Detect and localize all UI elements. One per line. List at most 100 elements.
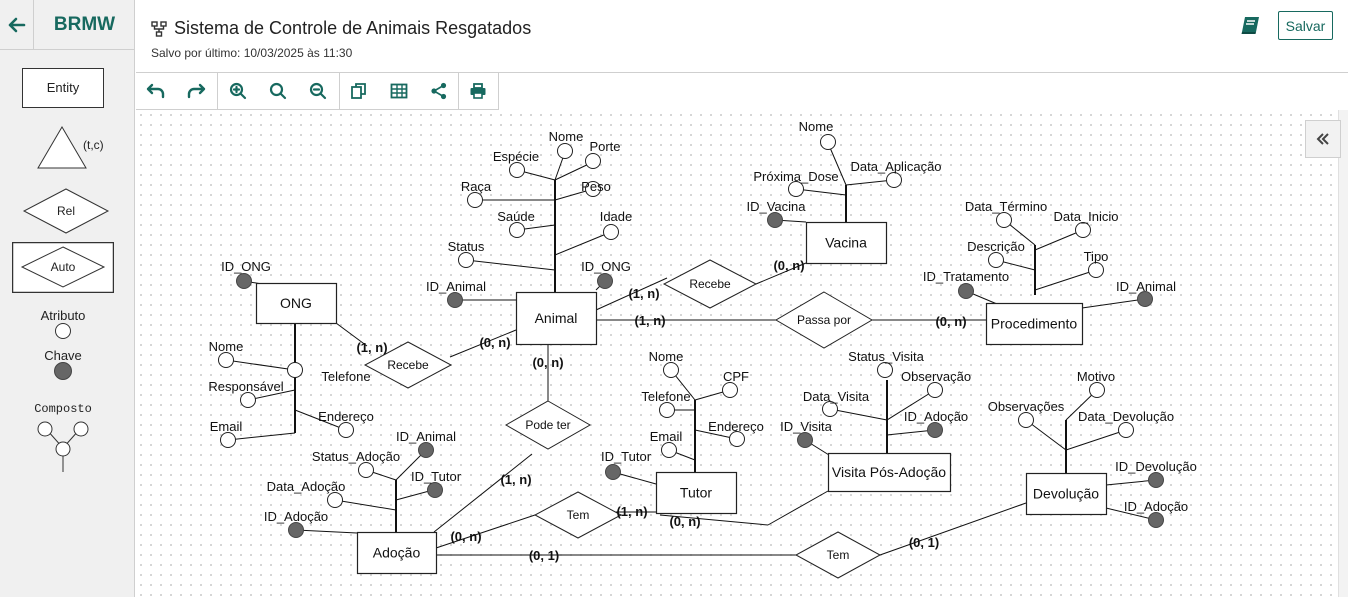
attribute-devolucao-motivo[interactable]: Motivo	[1077, 369, 1115, 398]
attribute-animal-saude-label: Saúde	[497, 209, 535, 224]
palette-key[interactable]: Chave	[30, 348, 96, 382]
attribute-ong-nome[interactable]: Nome	[209, 339, 244, 368]
page-title-wrap: Sistema de Controle de Animais Resgatado…	[150, 18, 531, 39]
attribute-procedimento-tipo[interactable]: Tipo	[1084, 249, 1109, 278]
attribute-animal-raca[interactable]: Raça	[461, 179, 492, 208]
entity-label-animal: Animal	[535, 310, 578, 326]
entity-animal[interactable]: Animal	[515, 291, 598, 346]
attribute-procedimento-data-termino[interactable]: Data_Término	[965, 199, 1047, 228]
attribute-animal-nome[interactable]: Nome	[549, 129, 584, 159]
attribute-devolucao-observacoes[interactable]: Observações	[988, 399, 1065, 428]
attribute-visita-id-adocao[interactable]: ID_Adoção	[904, 409, 968, 438]
attribute-animal-saude[interactable]: Saúde	[497, 209, 535, 238]
attribute-ong-responsavel[interactable]: Responsável	[208, 379, 284, 408]
attribute-tutor-email[interactable]: Email	[650, 429, 683, 458]
table-button[interactable]	[379, 73, 419, 109]
attribute-adocao-id-tutor[interactable]: ID_Tutor	[411, 469, 462, 498]
attribute-ong-endereco[interactable]: Endereço	[318, 409, 374, 438]
attribute-adocao-id-adocao[interactable]: ID_Adoção	[264, 509, 328, 538]
attribute-marker	[886, 172, 902, 188]
palette-entity[interactable]: Entity	[22, 68, 104, 108]
relationship-label-passa_por: Passa por	[797, 313, 851, 327]
attribute-procedimento-id-animal[interactable]: ID_Animal	[1116, 279, 1176, 307]
entity-adocao[interactable]: Adoção	[356, 531, 438, 575]
palette-specialization[interactable]: (t,c)	[36, 125, 116, 171]
print-button[interactable]	[458, 73, 498, 109]
attribute-animal-id-ong[interactable]: ID_ONG	[581, 259, 631, 289]
key-attribute-marker	[236, 273, 252, 289]
attribute-adocao-data-adocao[interactable]: Data_Adoção	[267, 479, 346, 508]
entity-procedimento[interactable]: Procedimento	[985, 302, 1084, 346]
attribute-adocao-id-animal[interactable]: ID_Animal	[396, 429, 456, 458]
relationship-passa_por[interactable]: Passa por	[775, 291, 873, 349]
attribute-marker	[287, 362, 303, 378]
attribute-procedimento-descricao[interactable]: Descrição	[967, 239, 1025, 268]
attribute-visita-data-visita[interactable]: Data_Visita	[803, 389, 870, 417]
attribute-procedimento-data-inicio[interactable]: Data_Inicio	[1053, 209, 1119, 238]
attribute-tutor-endereco[interactable]: Endereço	[708, 419, 764, 447]
attribute-procedimento-tipo-label: Tipo	[1084, 249, 1109, 264]
attribute-ong-id-ong[interactable]: ID_ONG	[221, 259, 271, 289]
zoom-out-button[interactable]	[298, 73, 338, 109]
attribute-marker	[659, 402, 675, 418]
relationship-tem_devolucao[interactable]: Tem	[794, 531, 882, 579]
attribute-marker	[996, 212, 1012, 228]
palette-relationship[interactable]: Rel	[22, 188, 110, 234]
attribute-procedimento-id-tratamento[interactable]: ID_Tratamento	[923, 269, 1009, 299]
palette-attribute-label: Atributo	[40, 308, 86, 323]
entity-visita[interactable]: Visita Pós-Adoção	[827, 452, 952, 493]
key-attribute-marker	[958, 283, 974, 299]
attribute-animal-idade[interactable]: Idade	[600, 209, 633, 240]
palette-composite[interactable]: Composto	[30, 402, 96, 474]
attribute-animal-porte[interactable]: Porte	[585, 139, 621, 169]
attribute-vacina-nome[interactable]: Nome	[799, 119, 836, 150]
attribute-devolucao-data-devolucao[interactable]: Data_Devolução	[1078, 409, 1174, 438]
canvas-scrollbar[interactable]	[1338, 110, 1348, 597]
attribute-visita-observacao[interactable]: Observação	[901, 369, 971, 398]
attribute-marker	[338, 422, 354, 438]
book-icon[interactable]	[1240, 15, 1262, 35]
attribute-animal-status[interactable]: Status	[448, 239, 485, 268]
share-button[interactable]	[419, 73, 459, 109]
attribute-adocao-status-adocao[interactable]: Status_Adoção	[312, 449, 400, 478]
relationship-pode_ter[interactable]: Pode ter	[504, 400, 592, 450]
relationship-recebe_vacina[interactable]: Recebe	[662, 259, 758, 309]
copy-button[interactable]	[339, 73, 379, 109]
attribute-visita-id-visita[interactable]: ID_Visita	[780, 419, 833, 448]
zoom-in-button[interactable]	[218, 73, 258, 109]
double-chevron-left-icon	[1316, 133, 1329, 145]
attribute-animal-especie[interactable]: Espécie	[493, 149, 539, 178]
collapse-panel-button[interactable]	[1305, 120, 1341, 158]
palette-specialization-label: (t,c)	[83, 138, 104, 152]
entity-vacina[interactable]: Vacina	[805, 221, 888, 265]
relationship-tem_tutor[interactable]: Tem	[533, 491, 623, 539]
palette-auto-relationship[interactable]: Auto	[11, 241, 115, 294]
undo-button[interactable]	[136, 73, 176, 109]
attribute-animal-id-animal[interactable]: ID_Animal	[426, 279, 486, 308]
save-button[interactable]: Salvar	[1278, 11, 1333, 40]
back-button[interactable]	[0, 0, 34, 49]
entity-devolucao[interactable]: Devolução	[1025, 472, 1108, 516]
attribute-devolucao-id-adocao[interactable]: ID_Adoção	[1124, 499, 1188, 528]
attribute-tutor-id-tutor[interactable]: ID_Tutor	[601, 449, 652, 480]
redo-button[interactable]	[176, 73, 216, 109]
attribute-vacina-id-vacina[interactable]: ID_Vacina	[746, 199, 806, 228]
relationship-recebe_ong[interactable]: Recebe	[363, 341, 453, 389]
attribute-tutor-cpf[interactable]: CPF	[722, 369, 750, 398]
attribute-animal-nome-label: Nome	[549, 129, 584, 144]
attribute-visita-status-visita[interactable]: Status_Visita	[848, 349, 925, 378]
attribute-animal-peso[interactable]: Peso	[581, 179, 611, 197]
attribute-devolucao-id-devolucao[interactable]: ID_Devolução	[1115, 459, 1197, 488]
attribute-ong-telefone[interactable]: Telefone	[287, 362, 371, 385]
attribute-ong-email[interactable]: Email	[210, 419, 243, 448]
entity-ong[interactable]: ONG	[255, 282, 338, 325]
attribute-tutor-telefone[interactable]: Telefone	[641, 389, 691, 418]
attribute-vacina-data-aplicacao[interactable]: Data_Aplicação	[850, 159, 942, 188]
zoom-reset-button[interactable]	[258, 73, 298, 109]
attribute-vacina-proxima-dose[interactable]: Próxima_Dose	[753, 169, 839, 197]
attribute-marker	[1018, 412, 1034, 428]
entity-tutor[interactable]: Tutor	[655, 471, 738, 515]
attribute-tutor-nome[interactable]: Nome	[649, 349, 684, 378]
palette-attribute[interactable]: Atributo	[30, 308, 96, 342]
